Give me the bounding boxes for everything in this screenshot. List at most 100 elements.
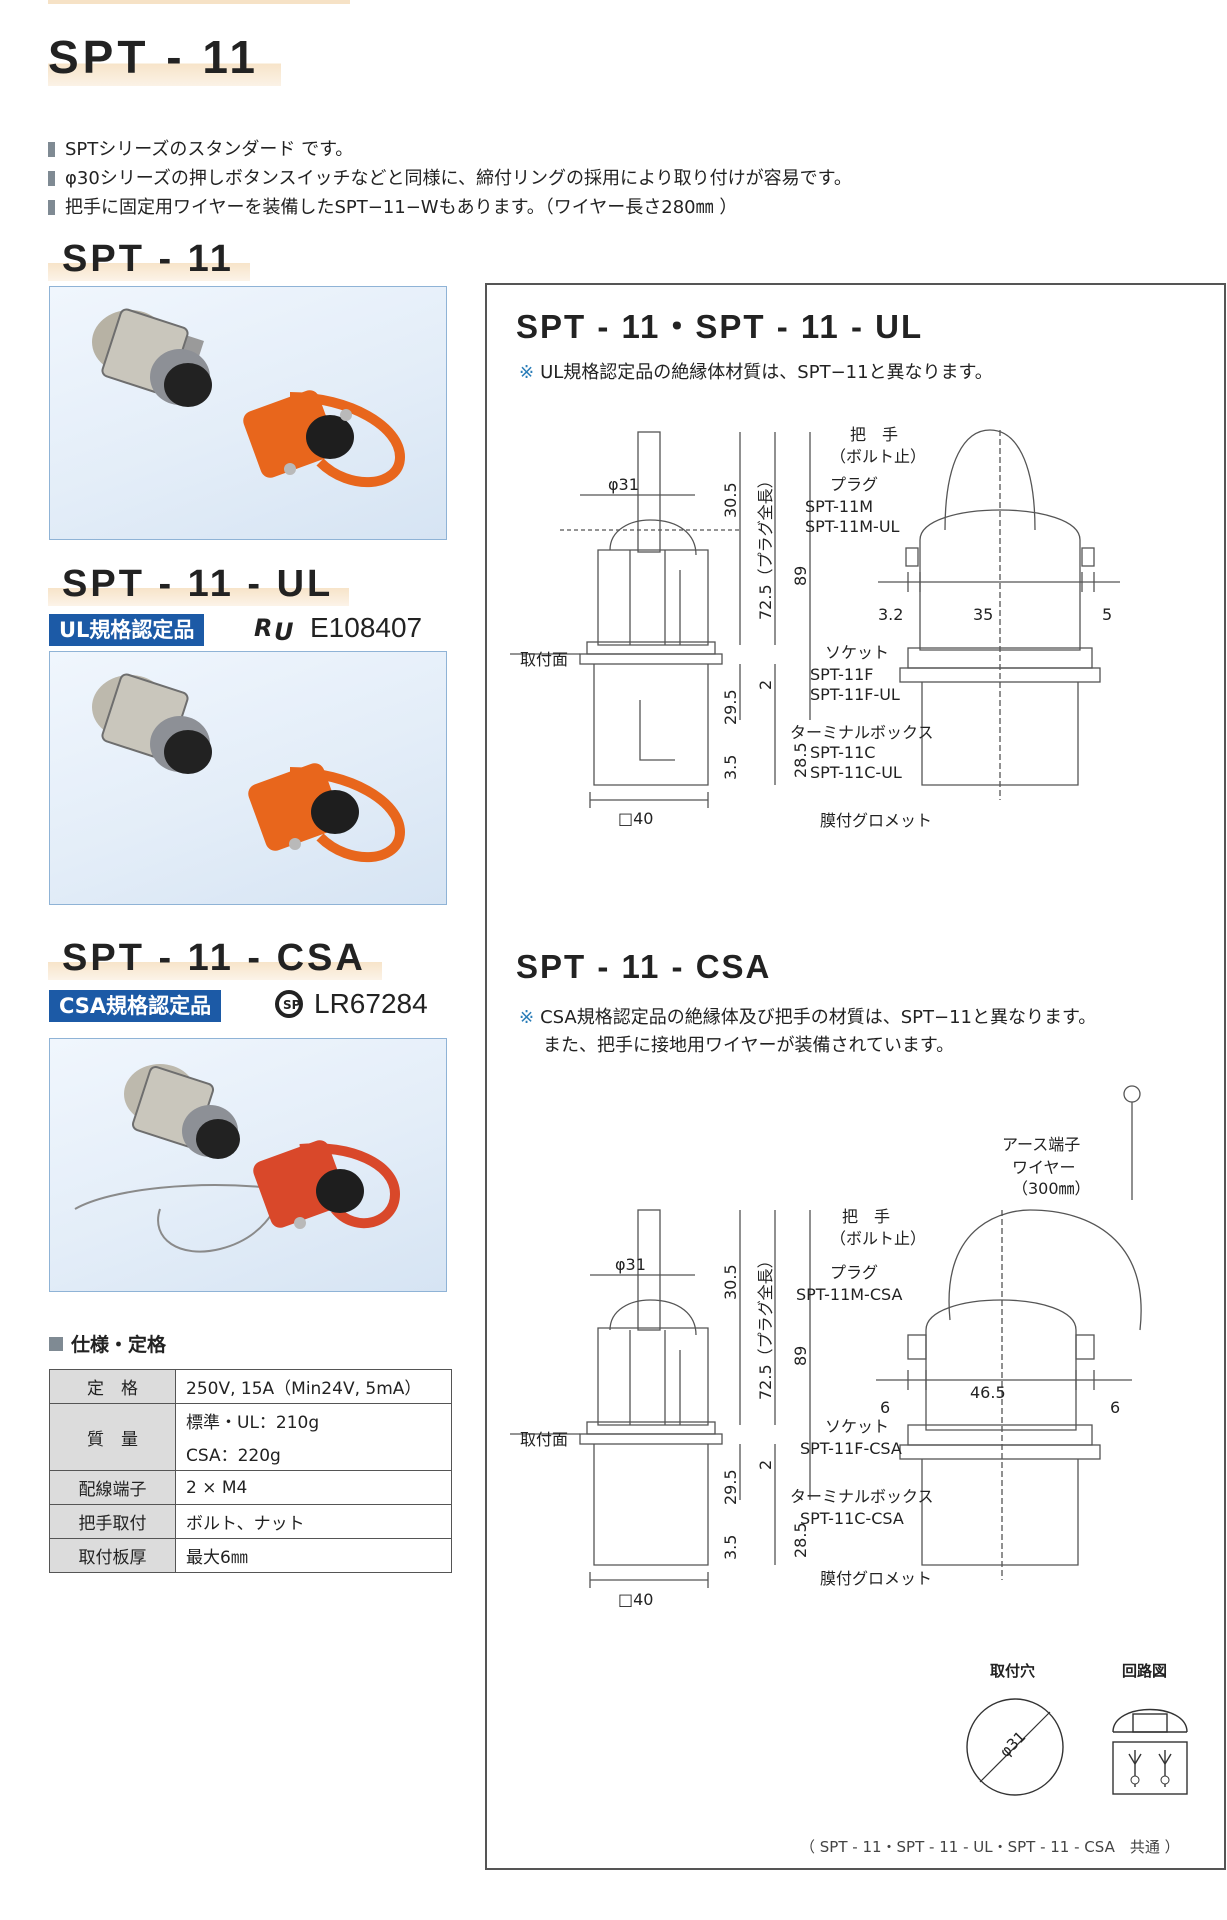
product-title-spt11-csa: SPT - 11 - CSA bbox=[48, 937, 382, 980]
mount-hole-dim: φ31 bbox=[996, 1728, 1029, 1761]
csa-cert-no-text: LR67284 bbox=[314, 988, 428, 1019]
intro-item: 把手に固定用ワイヤーを装備したSPT−11−Wもあります。（ワイヤー長さ280㎜… bbox=[48, 193, 852, 222]
label-plug: プラグ bbox=[830, 1263, 878, 1282]
dim-6-left: 6 bbox=[880, 1398, 890, 1417]
label-plug-part: SPT-11M bbox=[805, 497, 873, 516]
socket-illustration bbox=[92, 673, 212, 774]
label-socket: ソケット bbox=[825, 643, 889, 662]
label-handle-sub: （ボルト止） bbox=[830, 1229, 926, 1248]
label-terminal-part: SPT-11C-CSA bbox=[800, 1509, 904, 1528]
spec-key: 定 格 bbox=[49, 1369, 176, 1404]
dim-6-right: 6 bbox=[1110, 1398, 1120, 1417]
connector-photo-illustration bbox=[92, 308, 406, 487]
note-text: UL規格認定品の絶縁体材質は、SPT−11と異なります。 bbox=[540, 362, 993, 383]
spec-value: CSA：220g bbox=[175, 1437, 452, 1471]
drawing-note-ul: ※UL規格認定品の絶縁体材質は、SPT−11と異なります。 bbox=[519, 359, 993, 387]
note-mark: ※ bbox=[519, 362, 535, 383]
wire-illustration bbox=[74, 1184, 281, 1253]
dim-3-2: 3.2 bbox=[878, 605, 903, 624]
label-terminal-part: SPT-11C-UL bbox=[810, 763, 902, 782]
circuit-diagram bbox=[1112, 1708, 1188, 1795]
label-handle-sub: （ボルト止） bbox=[830, 447, 926, 466]
label-grommet: 膜付グロメット bbox=[820, 811, 932, 830]
label-socket: ソケット bbox=[825, 1417, 889, 1436]
label-terminal-part: SPT-11C bbox=[810, 743, 875, 762]
table-row: 取付板厚 最大6㎜ bbox=[49, 1538, 452, 1573]
dim-phi: φ31 bbox=[608, 475, 639, 494]
dim-35: 35 bbox=[973, 605, 993, 624]
spec-heading: 仕様・定格 bbox=[49, 1330, 166, 1357]
ul-cert-no-text: E108407 bbox=[310, 612, 423, 643]
label-handle: 把 手 bbox=[842, 1207, 890, 1226]
socket-illustration bbox=[124, 1064, 240, 1159]
dim-28-5: 28.5 bbox=[791, 742, 810, 778]
table-row: 定 格 250V, 15A（Min24V, 5mA） bbox=[49, 1369, 452, 1404]
dimension-drawing-csa: φ31 30.5 72.5（プラグ全長） 89 29.5 2 3.5 28.5 … bbox=[510, 1085, 1142, 1609]
product-title-spt11: SPT - 11 bbox=[48, 238, 250, 281]
plug-illustration bbox=[248, 763, 406, 862]
spec-key: 把手取付 bbox=[49, 1504, 176, 1539]
drawing-note-csa: ※CSA規格認定品の絶縁体及び把手の材質は、SPT−11と異なります。 また、把… bbox=[519, 1004, 1096, 1060]
note-mark: ※ bbox=[519, 1007, 535, 1028]
ul-recognized-icon: R U bbox=[254, 614, 294, 643]
product-title-spt11-ul: SPT - 11 - UL bbox=[48, 563, 350, 606]
ul-cert-badge: UL規格認定品 bbox=[49, 614, 205, 646]
spec-key: 取付板厚 bbox=[49, 1538, 176, 1573]
mount-hole-label: 取付穴 bbox=[990, 1662, 1036, 1680]
socket-illustration bbox=[92, 308, 212, 407]
dim-89: 89 bbox=[791, 566, 810, 586]
svg-text:U: U bbox=[274, 618, 294, 643]
side-view bbox=[876, 1085, 1142, 1580]
label-grommet: 膜付グロメット bbox=[820, 1569, 932, 1588]
label-mount-face: 取付面 bbox=[520, 650, 568, 669]
spec-heading-text: 仕様・定格 bbox=[71, 1334, 167, 1356]
note-text: また、把手に接地用ワイヤーが装備されています。 bbox=[543, 1035, 955, 1056]
table-row: 質 量 標準・UL：210g bbox=[49, 1403, 452, 1471]
table-row: CSA：220g bbox=[50, 1437, 452, 1471]
connector-photo-illustration bbox=[92, 673, 406, 862]
circuit-label: 回路図 bbox=[1122, 1662, 1168, 1680]
intro-item: φ30シリーズの押しボタンスイッチなどと同様に、締付リングの採用により取り付けが… bbox=[48, 164, 852, 193]
dim-89: 89 bbox=[791, 1346, 810, 1366]
csa-cert-badge: CSA規格認定品 bbox=[49, 990, 222, 1022]
dim-72-5: 72.5（プラグ全長） bbox=[756, 1252, 775, 1400]
spec-key: 質 量 bbox=[49, 1403, 176, 1471]
table-row: 把手取付 ボルト、ナット bbox=[49, 1504, 452, 1539]
side-view bbox=[878, 429, 1120, 800]
intro-list: SPTシリーズのスタンダード です。 φ30シリーズの押しボタンスイッチなどと同… bbox=[48, 135, 852, 222]
label-terminal-box: ターミナルボックス bbox=[790, 1487, 934, 1506]
dim-3-5: 3.5 bbox=[721, 755, 740, 780]
label-plug: プラグ bbox=[830, 475, 878, 494]
dim-square-40: □40 bbox=[618, 809, 653, 828]
product-photo-spt11-ul bbox=[49, 651, 447, 905]
drawing-title-csa: SPT - 11 - CSA bbox=[516, 948, 772, 985]
dim-30-5: 30.5 bbox=[721, 1264, 740, 1300]
dim-3-5: 3.5 bbox=[721, 1535, 740, 1560]
dim-5: 5 bbox=[1102, 605, 1112, 624]
top-decoration-bar bbox=[48, 0, 350, 4]
spec-value: 最大6㎜ bbox=[175, 1538, 452, 1573]
spec-value: 標準・UL：210g bbox=[175, 1403, 452, 1437]
label-socket-part: SPT-11F bbox=[810, 665, 873, 684]
ul-cert-number: R U E108407 bbox=[252, 612, 422, 644]
dim-46-5: 46.5 bbox=[970, 1383, 1006, 1402]
spec-value: 250V, 15A（Min24V, 5mA） bbox=[175, 1369, 452, 1404]
dim-28-5: 28.5 bbox=[791, 1522, 810, 1558]
label-socket-part: SPT-11F-UL bbox=[810, 685, 900, 704]
product-photo-spt11 bbox=[49, 286, 447, 540]
dim-square-40: □40 bbox=[618, 1590, 653, 1609]
drawing-title-ul: SPT - 11・SPT - 11 - UL bbox=[516, 308, 924, 345]
label-plug-part: SPT-11M-UL bbox=[805, 517, 900, 536]
label-wire-length: （300㎜） bbox=[1012, 1179, 1091, 1198]
spec-key: 配線端子 bbox=[49, 1470, 176, 1505]
table-row: 配線端子 2 × M4 bbox=[49, 1470, 452, 1505]
label-terminal-box: ターミナルボックス bbox=[790, 723, 934, 742]
label-mount-face: 取付面 bbox=[520, 1430, 568, 1449]
label-plug-part: SPT-11M-CSA bbox=[796, 1285, 902, 1304]
label-earth-terminal: アース端子 bbox=[1002, 1135, 1080, 1154]
svg-text:R: R bbox=[254, 614, 272, 642]
dim-29-5: 29.5 bbox=[721, 689, 740, 725]
dimension-drawing-ul: φ31 30.5 72.5（プラグ全長） 89 29.5 2 3.5 28.5 … bbox=[510, 425, 1120, 830]
mount-hole-diagram: φ31 bbox=[966, 1698, 1064, 1796]
note-text: CSA規格認定品の絶縁体及び把手の材質は、SPT−11と異なります。 bbox=[540, 1007, 1097, 1028]
